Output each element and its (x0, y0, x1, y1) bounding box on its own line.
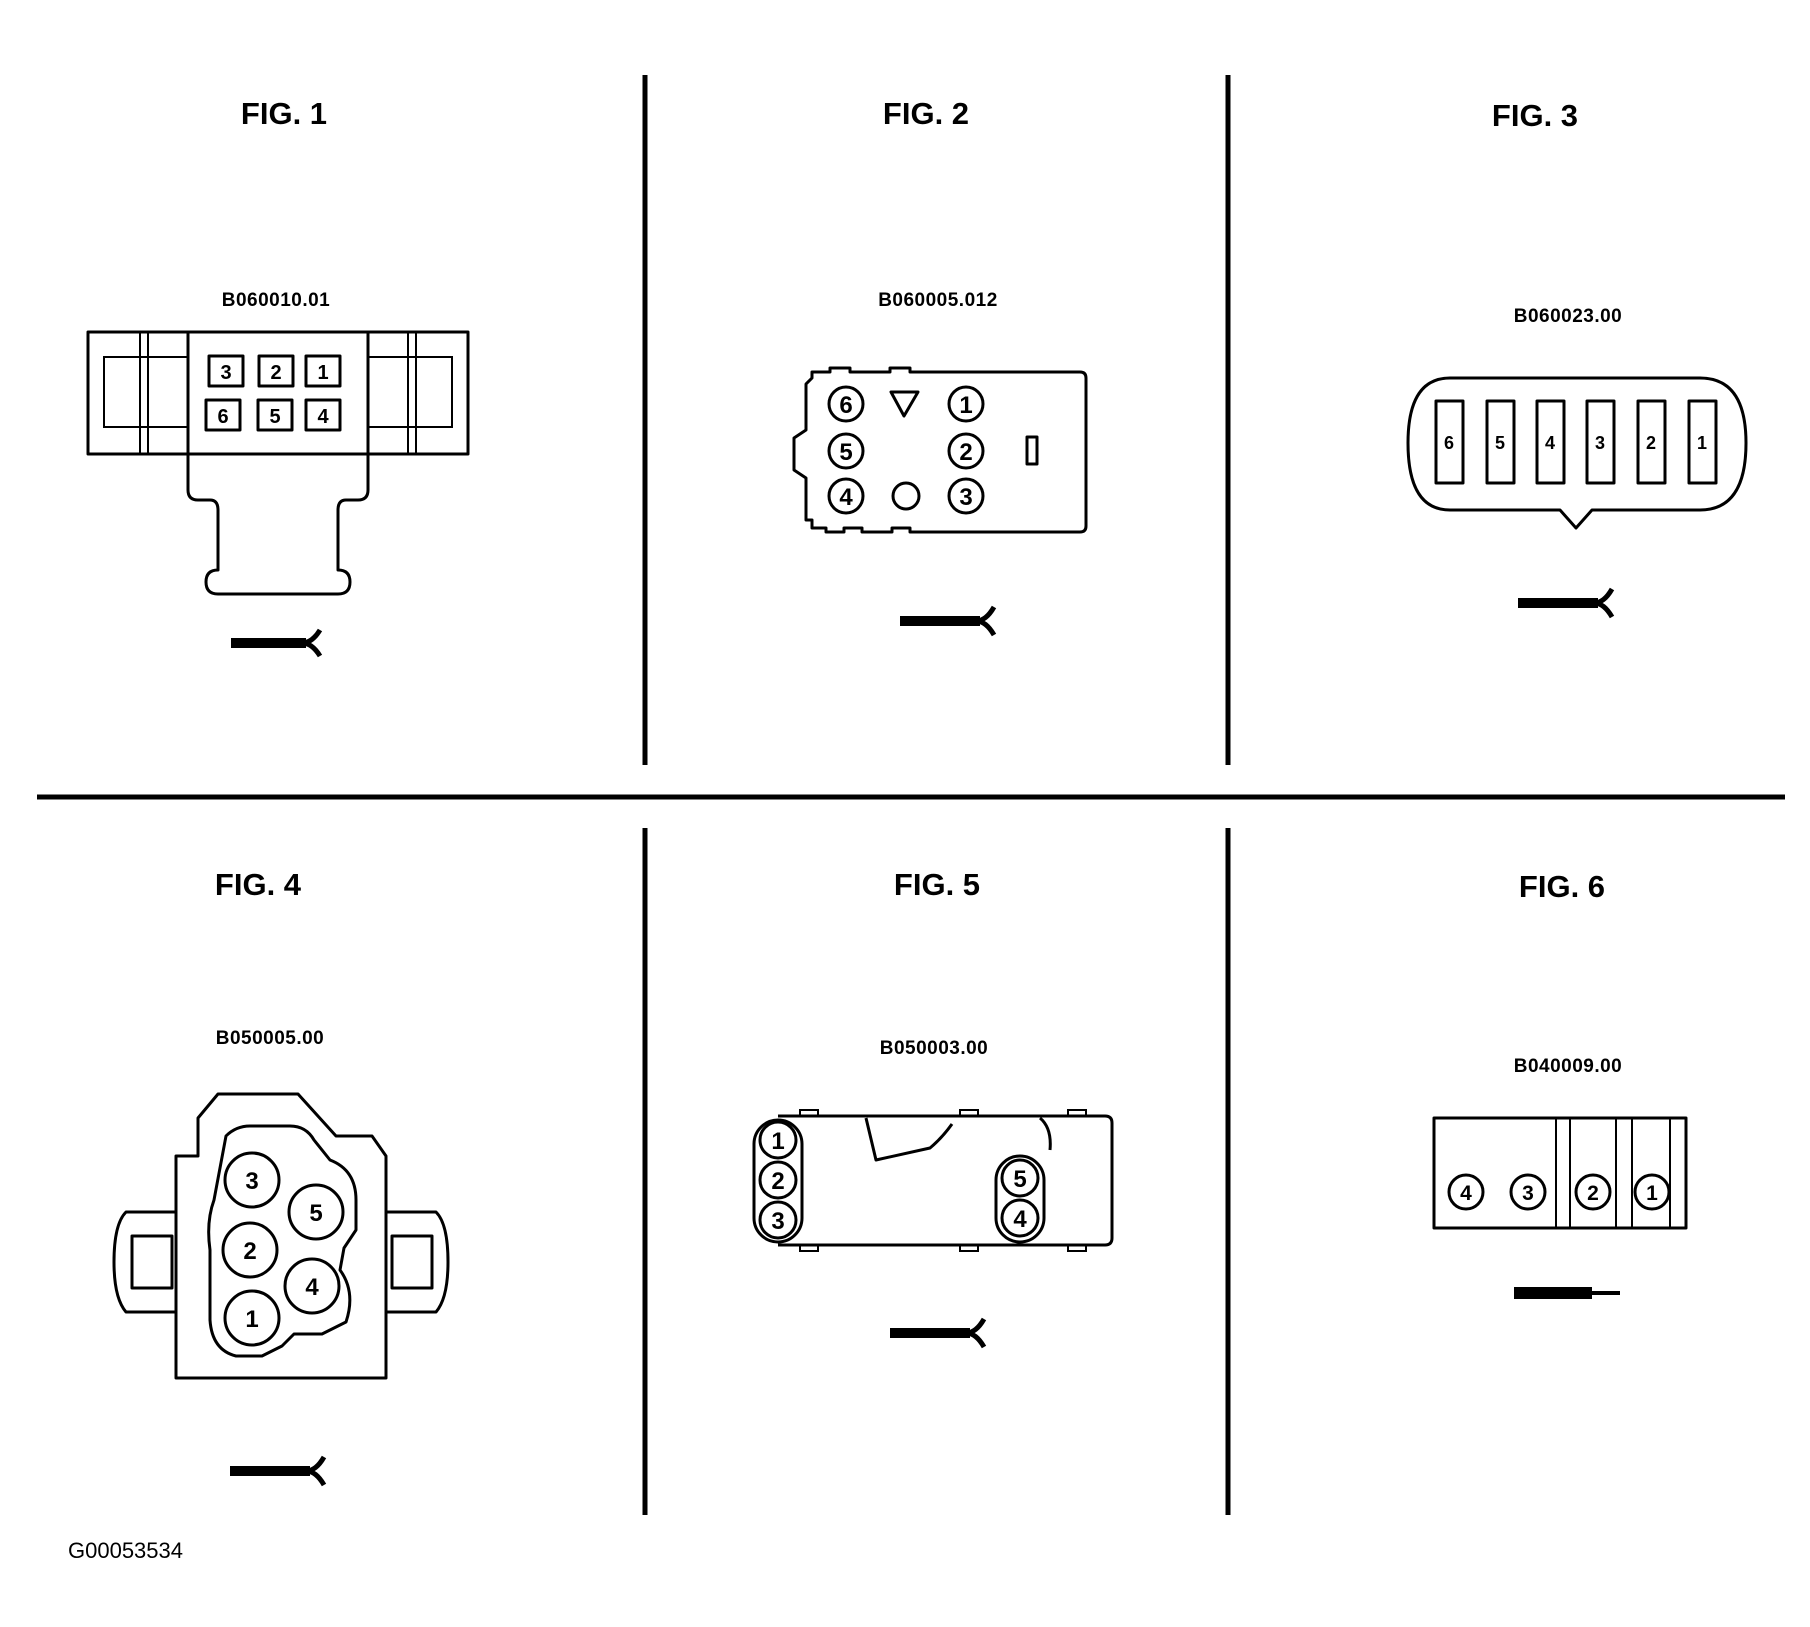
figure-3-wire-end-icon (1518, 587, 1615, 619)
figure-2-title: FIG. 2 (883, 96, 969, 131)
figure-3-pin: 6 (1444, 433, 1454, 453)
figure-1-part-number: B060010.01 (222, 290, 331, 311)
figure-5-pin: 2 (771, 1168, 784, 1195)
figure-3-connector: 6 5 4 3 2 1 (1406, 376, 1748, 530)
figure-1-pin: 2 (270, 362, 281, 384)
figure-6-part-number: B040009.00 (1514, 1056, 1623, 1077)
figure-5-pin: 4 (1013, 1206, 1027, 1233)
figure-4: FIG. 4 B050005.00 3 5 2 4 1 (112, 867, 450, 1487)
figure-4-pin: 1 (245, 1306, 258, 1333)
figure-3-part-number: B060023.00 (1514, 306, 1623, 327)
figure-1: FIG. 1 B060010.01 3 2 1 6 5 4 (86, 96, 470, 658)
reference-code: G00053534 (68, 1538, 183, 1563)
figure-2-part-number: B060005.012 (878, 290, 998, 311)
figure-4-pin: 3 (245, 1168, 258, 1195)
figure-5-pin: 3 (771, 1208, 784, 1235)
figure-6-connector: 4 3 2 1 (1432, 1116, 1688, 1230)
figure-3-pin: 1 (1697, 433, 1707, 453)
figure-4-part-number: B050005.00 (216, 1028, 325, 1049)
figure-3: FIG. 3 B060023.00 6 5 4 3 2 1 (1406, 98, 1748, 619)
figure-5-title: FIG. 5 (894, 867, 980, 902)
figure-2-pin: 2 (959, 439, 972, 466)
figure-1-pin: 3 (220, 362, 231, 384)
figure-3-pin: 4 (1545, 433, 1555, 453)
figure-4-wire-end-icon (230, 1455, 327, 1487)
figure-6-title: FIG. 6 (1519, 869, 1605, 904)
figure-4-pin: 4 (305, 1274, 319, 1301)
figure-6-wire-end-icon (1514, 1287, 1620, 1299)
figure-1-connector: 3 2 1 6 5 4 (86, 330, 470, 596)
figure-6-pin: 2 (1587, 1182, 1599, 1205)
figure-2-pin: 5 (839, 439, 852, 466)
figure-2-pin: 1 (959, 392, 972, 419)
figure-4-pin: 5 (309, 1200, 322, 1227)
figure-2-pin: 3 (959, 484, 972, 511)
figure-2-pin: 4 (839, 484, 853, 511)
figure-2: FIG. 2 B060005.012 6 5 4 1 2 3 (792, 96, 1088, 637)
figure-5-pin: 1 (771, 1128, 784, 1155)
figure-4-connector: 3 5 2 4 1 (112, 1092, 450, 1380)
figure-5-pin: 5 (1013, 1166, 1026, 1193)
figure-1-title: FIG. 1 (241, 96, 327, 131)
figure-1-pin: 4 (317, 406, 329, 428)
figure-3-title: FIG. 3 (1492, 98, 1578, 133)
figure-6: FIG. 6 B040009.00 4 3 2 1 (1432, 869, 1688, 1299)
figure-1-wire-end-icon (231, 628, 323, 658)
figure-4-pin: 2 (243, 1238, 256, 1265)
figure-6-pin: 1 (1646, 1182, 1658, 1205)
figure-2-connector: 6 5 4 1 2 3 (792, 366, 1088, 534)
figure-1-pin: 6 (217, 406, 228, 428)
figure-3-pin: 2 (1646, 433, 1656, 453)
figure-5-connector: 1 2 3 5 4 (752, 1109, 1114, 1252)
figure-3-pin: 5 (1495, 433, 1505, 453)
figure-5: FIG. 5 B050003.00 1 2 3 5 4 (752, 867, 1114, 1349)
figure-6-pin: 4 (1460, 1182, 1472, 1205)
figure-1-pin: 5 (269, 406, 280, 428)
figure-5-wire-end-icon (890, 1317, 987, 1349)
figure-2-wire-end-icon (900, 605, 997, 637)
figure-6-pin: 3 (1522, 1182, 1534, 1205)
figure-4-title: FIG. 4 (215, 867, 302, 902)
figure-2-pin: 6 (839, 392, 852, 419)
figure-1-pin: 1 (317, 362, 328, 384)
figure-5-part-number: B050003.00 (880, 1038, 989, 1059)
figure-3-pin: 3 (1595, 433, 1605, 453)
